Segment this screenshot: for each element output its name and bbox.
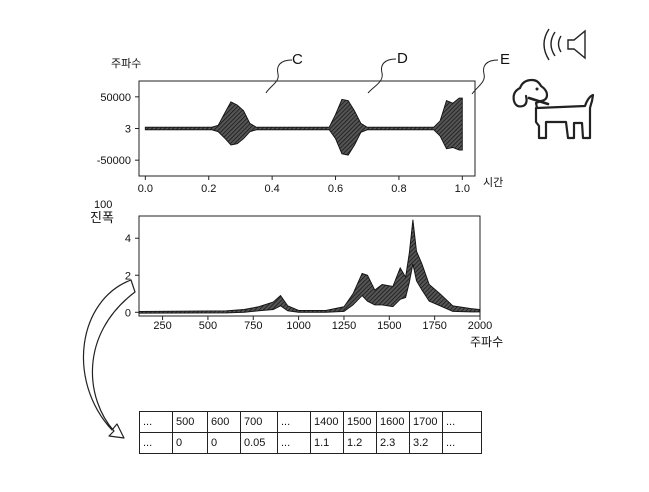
table-cell: ... <box>277 432 311 454</box>
table-cell: 700 <box>240 411 278 433</box>
bottom-chart-axes: 4 2 0 250 500 750 1000 1250 1500 1750 2000 <box>125 233 492 332</box>
table-cell: ... <box>442 432 482 454</box>
table-cell: 1.1 <box>310 432 344 454</box>
y-tick-label: 3 <box>125 123 131 135</box>
x-tick-label: 0.6 <box>328 183 343 195</box>
x-tick-label: 750 <box>244 320 262 332</box>
x-tick-label: 1.0 <box>455 183 470 195</box>
time-signal-series <box>144 97 463 156</box>
y-tick-label: 50000 <box>100 92 131 104</box>
bottom-x-label: 주파수 <box>470 335 503 349</box>
x-tick-label: 0.4 <box>264 183 279 195</box>
table-cell: 1700 <box>409 411 443 433</box>
dog-icon <box>512 78 595 140</box>
table-cell: 1500 <box>343 411 377 433</box>
table-cell: ... <box>139 411 173 433</box>
table-cell: 2.3 <box>376 432 410 454</box>
x-tick-label: 2000 <box>468 320 492 332</box>
spectrum-series <box>138 219 481 314</box>
x-tick-label: 0.0 <box>138 183 153 195</box>
callout-d: D <box>397 50 408 67</box>
x-tick-label: 1500 <box>377 320 401 332</box>
bottom-chart-frame <box>138 215 481 317</box>
bottom-y-label: 진폭 <box>90 210 114 225</box>
y-tick-label: 2 <box>125 270 131 282</box>
callout-c-leader <box>265 59 293 94</box>
table-cell: 1400 <box>310 411 344 433</box>
x-tick-label: 1000 <box>286 320 310 332</box>
table-cell: 1600 <box>376 411 410 433</box>
callout-d-leader <box>367 58 397 94</box>
table-row: ... 0 0 0.05 ... 1.1 1.2 2.3 3.2 ... <box>139 432 482 454</box>
table-cell: 500 <box>172 411 208 433</box>
y-tick-label: 0 <box>125 307 131 319</box>
table-cell: 0 <box>172 432 208 454</box>
table-row: ... 500 600 700 ... 1400 1500 1600 1700 … <box>139 411 482 433</box>
top-y-label: 주파수 <box>111 57 141 70</box>
x-tick-label: 1250 <box>332 320 356 332</box>
y-tick-label: -50000 <box>97 155 131 167</box>
table-cell: 1.2 <box>343 432 377 454</box>
top-x-label: 시간 <box>483 176 503 189</box>
callout-e-leader <box>471 59 499 95</box>
top-chart-axes: 50000 3 -50000 0.0 0.2 0.4 0.6 0.8 1.0 <box>97 92 470 195</box>
table-cell: 0.05 <box>240 432 278 454</box>
table-cell: 600 <box>207 411 241 433</box>
y-tick-label: 4 <box>125 233 131 245</box>
x-tick-label: 250 <box>153 320 171 332</box>
table-cell: 3.2 <box>409 432 443 454</box>
x-tick-label: 0.2 <box>201 183 216 195</box>
callout-e: E <box>500 51 510 68</box>
x-tick-label: 500 <box>199 320 217 332</box>
table-cell: ... <box>139 432 173 454</box>
table-cell: 0 <box>207 432 241 454</box>
speaker-icon <box>543 28 586 61</box>
x-tick-label: 1750 <box>422 320 446 332</box>
bottom-top-value: 100 <box>94 199 112 211</box>
curved-arrow <box>82 279 136 439</box>
callout-c: C <box>292 51 303 68</box>
x-tick-label: 0.8 <box>391 183 406 195</box>
table-cell: ... <box>277 411 311 433</box>
bottom-chart-series <box>138 219 481 314</box>
data-table: ... 500 600 700 ... 1400 1500 1600 1700 … <box>139 411 482 454</box>
table-cell: ... <box>442 411 482 433</box>
top-chart-series <box>144 97 463 156</box>
